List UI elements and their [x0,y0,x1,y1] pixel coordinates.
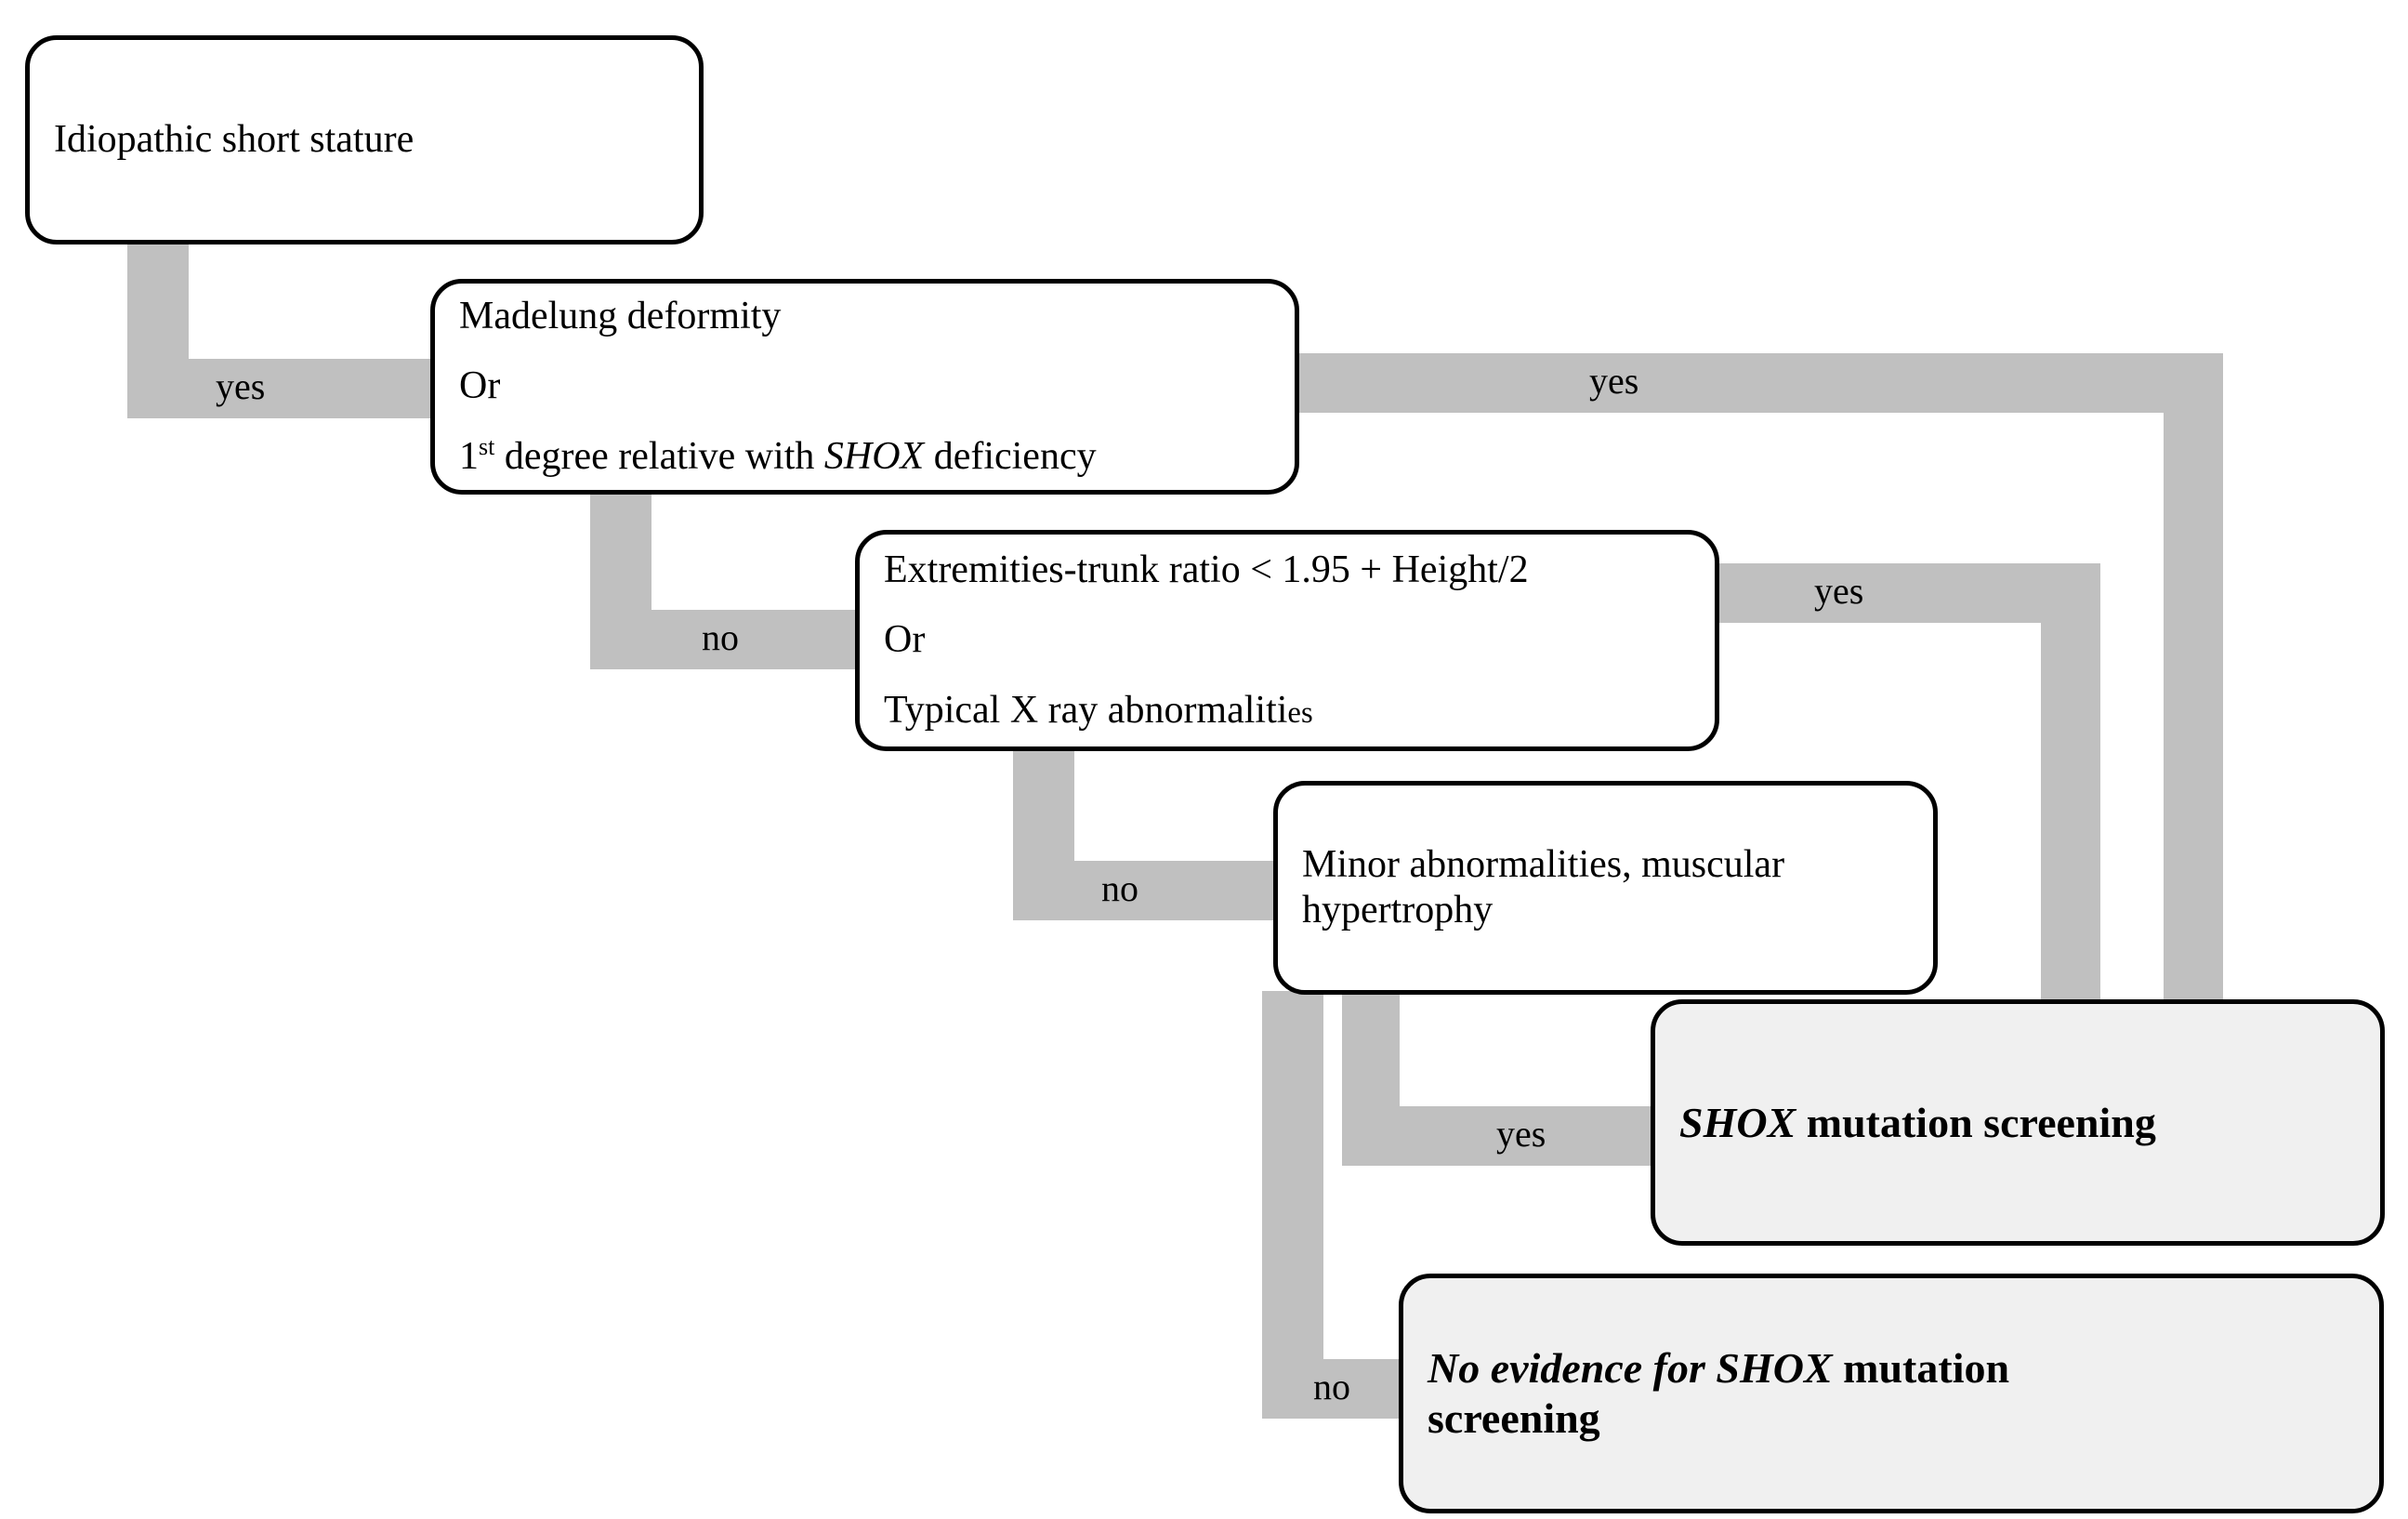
connector-extremities-yes-horizontal [1710,563,2100,623]
node-shox-mutation-screening[interactable]: SHOX mutation screening [1651,999,2385,1246]
shox-screening-rest: mutation screening [1796,1098,2156,1146]
node-text-no-evidence-line1: No evidence for SHOX mutation [1428,1344,2355,1393]
connector-label-iss-yes: yes [216,365,266,407]
node-text-madelung-line3: 1st degree relative with SHOX deficiency [459,432,1270,479]
madelung-line3-ordinal: st [479,432,495,460]
node-text-madelung-line2: Or [459,364,501,408]
connector-madelung-yes-horizontal [1294,353,2223,413]
node-text-idiopathic-short-stature: Idiopathic short stature [54,117,414,161]
connector-label-minor-no: no [1313,1366,1350,1407]
connector-iss-to-madelung-horizontal [127,359,434,418]
madelung-line3-mid: degree relative with [494,434,824,478]
node-extremities-trunk-ratio[interactable]: Extremities-trunk ratio < 1.95 + Height/… [855,530,1719,751]
connector-extremities-yes-vertical [2041,563,2100,1019]
madelung-line3-post: deficiency [924,434,1097,478]
connector-label-madelung-yes: yes [1589,360,1639,402]
node-text-extremities-line1: Extremities-trunk ratio < 1.95 + Height/… [884,548,1529,592]
connector-label-extremities-no: no [1101,867,1138,909]
extremities-line3-main: Typical X ray abnormaliti [884,688,1288,732]
connector-madelung-yes-vertical [2164,353,2223,1019]
node-text-minor-line2: hypertrophy [1302,889,1493,931]
connector-minor-yes-horizontal [1342,1106,1667,1166]
connector-madelung-no-horizontal [590,610,860,669]
extremities-line3-tail: es [1287,695,1313,730]
connector-label-extremities-yes: yes [1814,570,1864,612]
connector-minor-no-vertical [1262,991,1323,1419]
connector-label-minor-yes: yes [1496,1113,1546,1155]
shox-screening-gene: SHOX [1679,1098,1796,1146]
madelung-line3-pre: 1 [459,434,479,478]
node-text-no-evidence-line2: screening [1428,1394,1600,1442]
connector-extremities-no-horizontal [1013,861,1283,920]
node-text-madelung-line1: Madelung deformity [459,295,782,338]
node-text-minor-line1: Minor abnormalities, muscular [1302,842,1785,886]
no-evidence-rest: mutation [1832,1344,2010,1393]
node-text-shox-mutation-screening: SHOX mutation screening [1679,1099,2356,1147]
node-text-extremities-line2: Or [884,618,926,662]
node-text-extremities-line3: Typical X ray abnormalities [884,689,1691,733]
node-idiopathic-short-stature[interactable]: Idiopathic short stature [25,35,704,244]
node-madelung-or-relative[interactable]: Madelung deformity Or 1st degree relativ… [430,279,1299,495]
madelung-line3-gene: SHOX [823,434,925,478]
connector-label-madelung-no: no [702,616,739,658]
node-minor-abnormalities[interactable]: Minor abnormalities, muscular hypertroph… [1273,781,1938,995]
no-evidence-emphasis: No evidence for SHOX [1428,1344,1833,1393]
node-no-evidence-screening[interactable]: No evidence for SHOX mutation screening [1399,1274,2384,1513]
